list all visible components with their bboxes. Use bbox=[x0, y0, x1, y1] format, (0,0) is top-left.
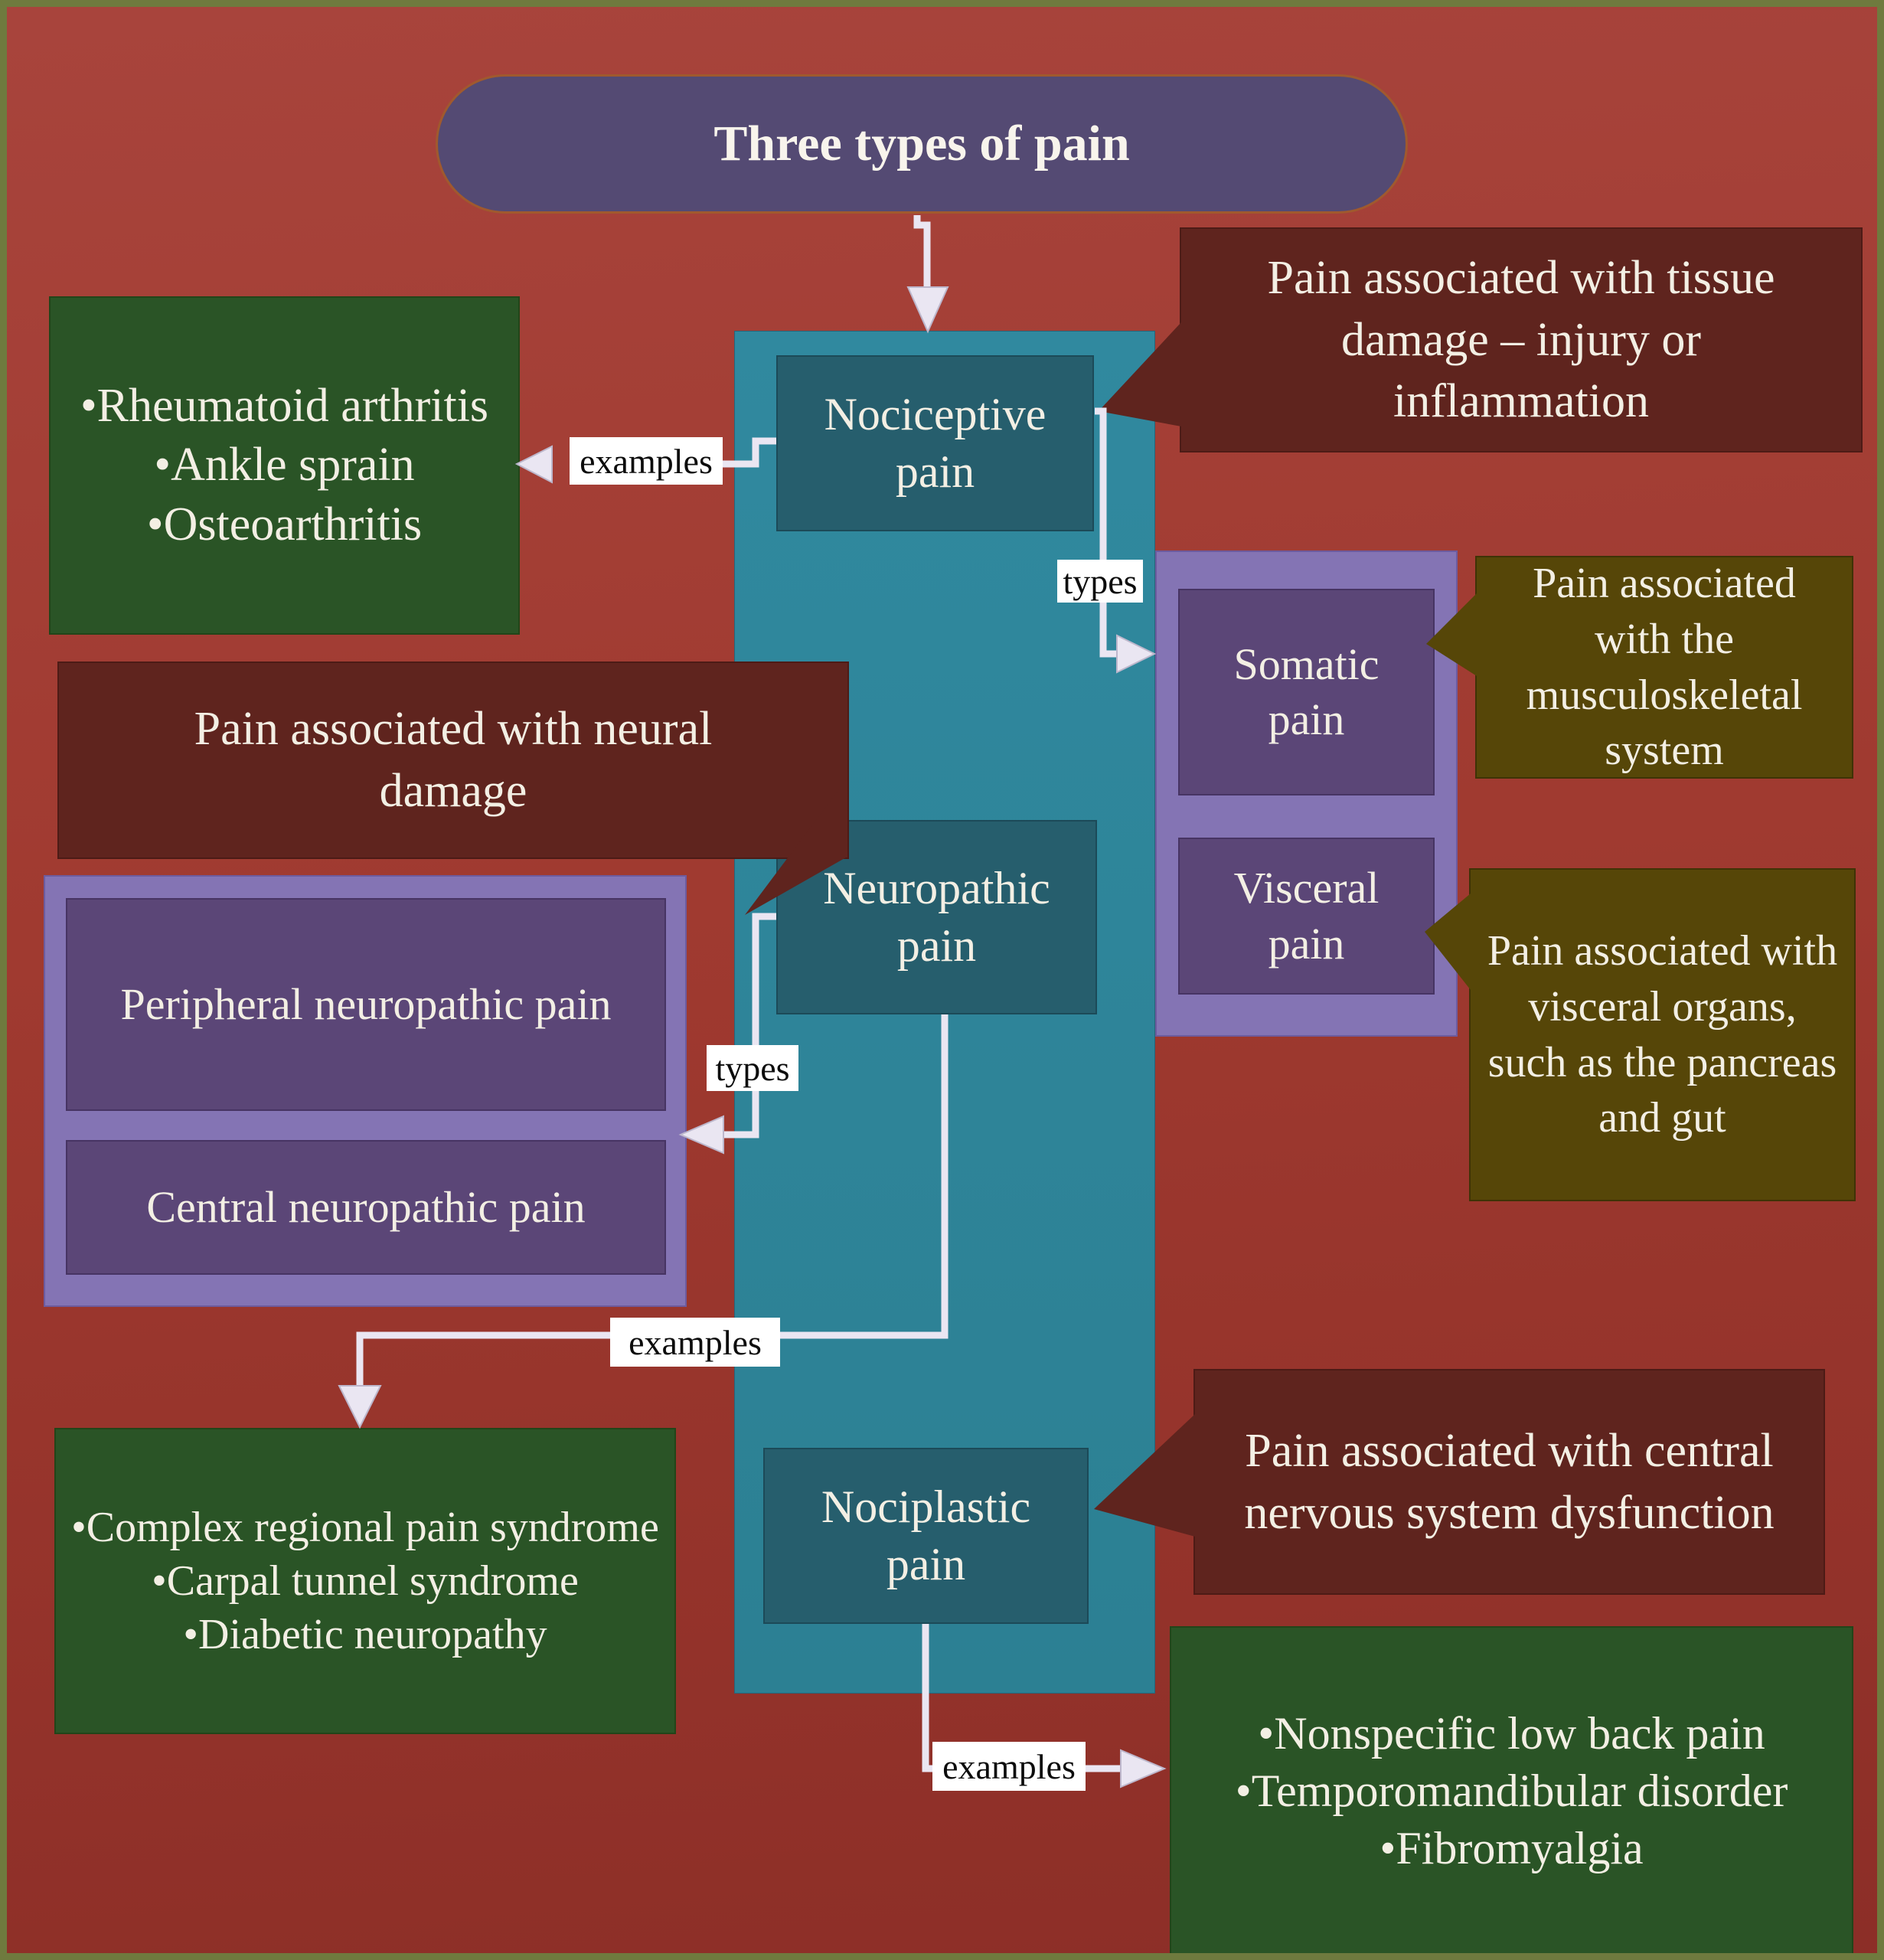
visceral-pain-label: Visceral pain bbox=[1233, 863, 1380, 969]
callout-musculoskeletal: Pain associated with the musculoskeletal… bbox=[1475, 556, 1853, 779]
neuropathic-examples-arrowhead-icon bbox=[338, 1385, 382, 1429]
label-types-nociceptive: types bbox=[1057, 560, 1143, 603]
somatic-pain-label: Somatic pain bbox=[1233, 639, 1380, 745]
peripheral-neuropathic-label: Peripheral neuropathic pain bbox=[120, 978, 612, 1029]
nociceptive-examples-arrowhead-icon bbox=[514, 445, 553, 484]
example-item: •Nonspecific low back pain bbox=[1258, 1707, 1765, 1759]
callout-cns-dysfunction: Pain associated with central nervous sys… bbox=[1193, 1369, 1825, 1595]
nociplastic-examples-box: •Nonspecific low back pain •Temporomandi… bbox=[1170, 1626, 1853, 1953]
nociplastic-examples-arrowhead-icon bbox=[1120, 1749, 1167, 1788]
callout-tissue-damage-text: Pain associated with tissue damage – inj… bbox=[1267, 252, 1775, 428]
label-examples-nociceptive: examples bbox=[570, 437, 723, 485]
nociceptive-pain-node: Nociceptive pain bbox=[776, 355, 1094, 531]
example-item: •Osteoarthritis bbox=[146, 498, 423, 550]
example-item: •Diabetic neuropathy bbox=[183, 1611, 547, 1658]
example-item: •Fibromyalgia bbox=[1380, 1822, 1644, 1873]
neuropathic-examples-box: •Complex regional pain syndrome •Carpal … bbox=[54, 1428, 676, 1734]
label-examples-neuropathic: examples bbox=[610, 1318, 780, 1367]
label-text: examples bbox=[942, 1746, 1076, 1786]
nociplastic-pain-label: Nociplastic pain bbox=[821, 1481, 1031, 1589]
title-down-arrow bbox=[913, 215, 931, 289]
example-item: •Complex regional pain syndrome bbox=[71, 1504, 659, 1551]
callout-neural-damage: Pain associated with neural damage bbox=[57, 662, 849, 859]
central-neuropathic-label: Central neuropathic pain bbox=[146, 1181, 586, 1232]
neuropathic-types-arrowhead-icon bbox=[678, 1115, 724, 1155]
peripheral-neuropathic-node: Peripheral neuropathic pain bbox=[66, 898, 666, 1111]
callout-visceral-organs-text: Pain associated with visceral organs, su… bbox=[1487, 926, 1838, 1142]
somatic-pain-node: Somatic pain bbox=[1178, 589, 1435, 795]
nociceptive-examples-box: •Rheumatoid arthritis •Ankle sprain •Ost… bbox=[49, 296, 520, 635]
callout-tissue-damage: Pain associated with tissue damage – inj… bbox=[1180, 227, 1863, 452]
label-text: examples bbox=[629, 1322, 762, 1362]
callout-cns-dysfunction-text: Pain associated with central nervous sys… bbox=[1244, 1424, 1775, 1539]
callout-visceral-organs: Pain associated with visceral organs, su… bbox=[1469, 868, 1856, 1201]
page-title: Three types of pain bbox=[436, 74, 1408, 214]
example-item: •Rheumatoid arthritis bbox=[80, 379, 489, 432]
label-types-neuropathic: types bbox=[707, 1045, 798, 1091]
label-text: types bbox=[1063, 561, 1138, 601]
example-item: •Temporomandibular disorder bbox=[1235, 1765, 1788, 1816]
callout-neural-damage-text: Pain associated with neural damage bbox=[194, 703, 713, 817]
central-neuropathic-node: Central neuropathic pain bbox=[66, 1140, 666, 1275]
example-item: •Ankle sprain bbox=[154, 439, 415, 492]
visceral-pain-node: Visceral pain bbox=[1178, 838, 1435, 995]
neuropathic-pain-label: Neuropathic pain bbox=[823, 863, 1050, 971]
nociceptive-pain-label: Nociceptive pain bbox=[824, 389, 1046, 497]
nociplastic-pain-node: Nociplastic pain bbox=[763, 1448, 1089, 1624]
label-text: examples bbox=[580, 441, 713, 481]
label-examples-nociplastic: examples bbox=[932, 1742, 1086, 1791]
label-text: types bbox=[715, 1048, 790, 1088]
title-text: Three types of pain bbox=[713, 116, 1130, 172]
example-item: •Carpal tunnel syndrome bbox=[152, 1557, 579, 1605]
title-down-arrowhead-icon bbox=[906, 286, 949, 334]
callout-musculoskeletal-text: Pain associated with the musculoskeletal… bbox=[1526, 559, 1803, 775]
